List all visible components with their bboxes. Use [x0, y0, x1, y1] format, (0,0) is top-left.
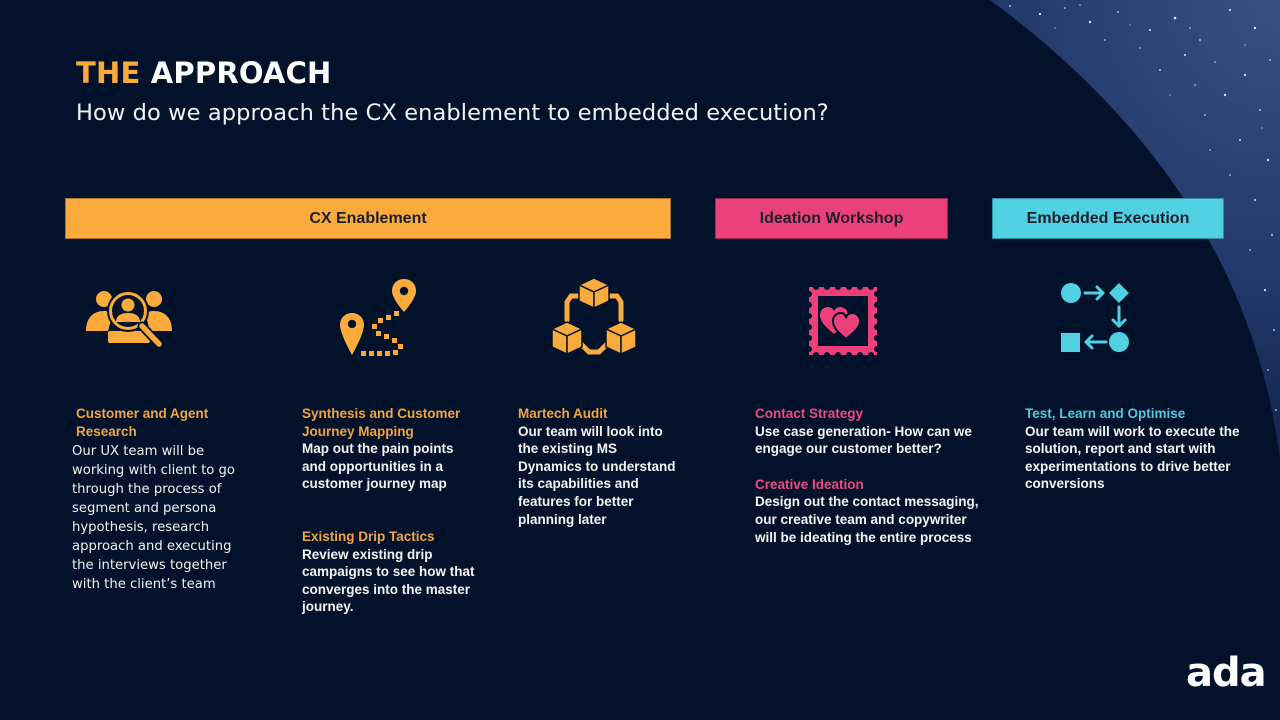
section-heading: Synthesis and Customer Journey Mapping [302, 406, 461, 439]
title-accent: THE [76, 56, 141, 90]
section-body: Our team will look into the existing MS … [518, 423, 676, 527]
title-main: APPROACH [150, 56, 332, 90]
spacer [755, 458, 985, 476]
hearts-stamp-icon [806, 284, 880, 358]
ada-logo: ada [1186, 650, 1267, 696]
process-flow-icon [1061, 283, 1129, 352]
section-body: Use case generation- How can we engage o… [755, 423, 972, 457]
column-ideation: Contact Strategy Use case generation- Ho… [755, 405, 985, 546]
column-test-learn-optimise: Test, Learn and Optimise Our team will w… [1025, 405, 1260, 493]
page-subtitle: How do we approach the CX enablement to … [76, 100, 829, 126]
section-body: Our UX team will be working with client … [72, 444, 235, 593]
connected-cubes-icon [551, 277, 637, 355]
spacer [302, 493, 477, 528]
people-search-icon [86, 290, 172, 349]
section-heading: Existing Drip Tactics [302, 528, 435, 544]
column-martech-audit: Martech Audit Our team will look into th… [518, 405, 678, 528]
section-body: Map out the pain points and opportunitie… [302, 441, 454, 492]
section-body: Review existing drip campaigns to see ho… [302, 546, 475, 615]
section-heading: Martech Audit [518, 406, 608, 421]
section-heading: Creative Ideation [755, 476, 864, 492]
section-heading: Test, Learn and Optimise [1025, 406, 1186, 421]
column-journey-mapping: Synthesis and Customer Journey Mapping M… [302, 405, 477, 616]
section-heading: Contact Strategy [755, 406, 864, 421]
column-customer-agent-research: Customer and Agent Research Our UX team … [72, 405, 256, 594]
phase-ideation-workshop: Ideation Workshop [715, 198, 948, 239]
section-heading: Customer and Agent Research [76, 406, 209, 439]
page-title: THE APPROACH [76, 56, 332, 90]
phase-embedded-execution: Embedded Execution [992, 198, 1224, 239]
section-body: Design out the contact messaging, our cr… [755, 494, 979, 545]
phase-cx-enablement: CX Enablement [65, 198, 671, 239]
journey-map-pins-icon [340, 279, 416, 356]
section-body: Our team will work to execute the soluti… [1025, 423, 1240, 492]
